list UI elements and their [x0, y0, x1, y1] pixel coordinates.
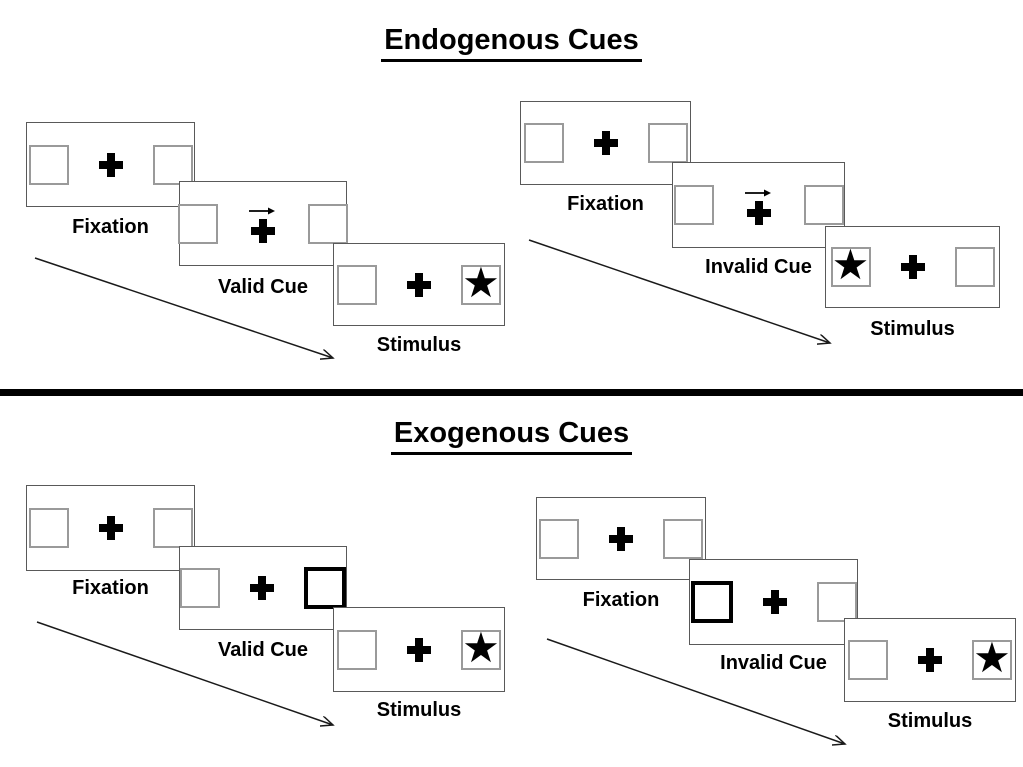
right-placeholder-box — [152, 144, 193, 185]
endogenous-section-title: Endogenous Cues — [0, 24, 1023, 62]
fixation-label: Fixation — [72, 216, 149, 238]
left-placeholder-box — [523, 123, 564, 163]
timeline-arrow-endogenous-valid — [34, 257, 333, 358]
exogenous-section-title: Exogenous Cues — [0, 417, 1023, 455]
left-placeholder-box — [180, 568, 220, 608]
right-target-box: ★ — [972, 634, 1012, 681]
exogenous-invalid-fixation-panel — [536, 497, 706, 580]
fixation-cross-icon — [609, 526, 633, 551]
cue-arrow-right-icon — [744, 189, 771, 196]
stimulus-label: Stimulus — [887, 710, 973, 732]
right-placeholder-box — [816, 582, 857, 622]
exogenous-invalid-stimulus-panel: ★ — [844, 618, 1016, 702]
left-cue-highlight-box — [690, 581, 733, 623]
fixation-label: Fixation — [567, 193, 644, 215]
left-placeholder-box — [848, 640, 888, 680]
fixation-cross-icon — [407, 272, 431, 297]
fixation-cross-icon — [98, 516, 123, 540]
fixation-cross-icon — [918, 648, 942, 672]
left-placeholder-box — [178, 203, 218, 244]
fixation-cross-icon — [407, 637, 431, 662]
valid-cue-label: Valid Cue — [217, 276, 309, 298]
right-target-box: ★ — [461, 623, 501, 671]
invalid-cue-label: Invalid Cue — [720, 652, 827, 674]
exogenous-valid-fixation-panel — [26, 485, 195, 571]
left-target-box: ★ — [830, 241, 871, 288]
endogenous-valid-stimulus-panel: ★ — [333, 243, 505, 326]
left-placeholder-box — [337, 264, 377, 305]
fixation-label: Fixation — [582, 589, 660, 611]
target-star-icon: ★ — [462, 623, 500, 671]
right-placeholder-box — [647, 123, 688, 163]
endogenous-invalid-stimulus-panel: ★ — [825, 226, 1000, 308]
fixation-cross-icon — [762, 590, 787, 614]
right-placeholder-box — [152, 508, 193, 548]
fixation-label: Fixation — [72, 577, 149, 599]
right-placeholder-box — [954, 247, 995, 287]
endogenous-invalid-cue-panel — [672, 162, 845, 248]
right-placeholder-box — [803, 185, 844, 225]
left-placeholder-box — [539, 518, 579, 559]
stimulus-label: Stimulus — [376, 699, 462, 721]
target-star-icon: ★ — [973, 634, 1011, 681]
section-divider-line — [0, 389, 1023, 396]
central-cue-group — [248, 204, 278, 243]
left-placeholder-box — [673, 185, 714, 225]
valid-cue-label: Valid Cue — [217, 639, 309, 661]
right-cue-highlight-box — [304, 567, 346, 609]
left-placeholder-box — [28, 508, 69, 548]
fixation-cross-icon — [250, 576, 274, 600]
exogenous-valid-stimulus-panel: ★ — [333, 607, 505, 692]
central-cue-group — [744, 186, 774, 225]
fixation-cross-icon — [251, 219, 275, 243]
endogenous-invalid-fixation-panel — [520, 101, 691, 185]
right-target-box: ★ — [461, 258, 501, 306]
left-placeholder-box — [337, 629, 377, 670]
stimulus-label: Stimulus — [376, 334, 462, 356]
target-star-icon: ★ — [831, 241, 870, 288]
fixation-cross-icon — [98, 152, 123, 177]
endogenous-valid-cue-panel — [178, 181, 348, 266]
stimulus-label: Stimulus — [870, 318, 955, 340]
exogenous-valid-cue-panel — [179, 546, 347, 630]
exogenous-invalid-cue-panel — [689, 559, 858, 645]
fixation-cross-icon — [900, 255, 925, 279]
fixation-cross-icon — [593, 131, 618, 155]
endogenous-valid-fixation-panel — [26, 122, 195, 207]
fixation-cross-icon — [746, 200, 771, 225]
timeline-arrow-exogenous-valid — [36, 621, 333, 725]
right-placeholder-box — [308, 203, 348, 244]
target-star-icon: ★ — [462, 258, 500, 306]
left-placeholder-box — [28, 144, 69, 185]
cue-arrow-right-icon — [249, 207, 275, 215]
invalid-cue-label: Invalid Cue — [705, 256, 812, 278]
right-placeholder-box — [663, 518, 703, 559]
